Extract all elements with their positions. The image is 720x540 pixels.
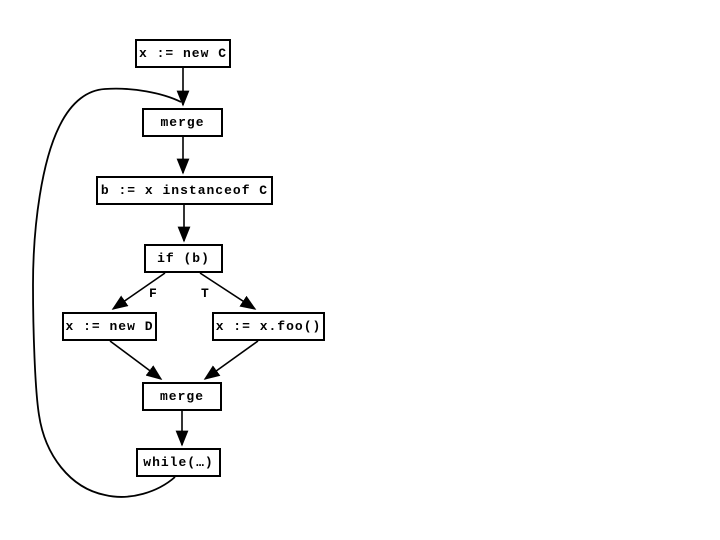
node-merge-bottom: merge: [142, 382, 222, 411]
node-entry: x := new C: [135, 39, 231, 68]
edge-if-true-branch: [199, 272, 257, 310]
edge-newD-to-merge: [109, 340, 163, 380]
edge-if-false-branch: [111, 272, 166, 310]
edge-label-false: F: [149, 286, 157, 301]
edge-while-loopback: [32, 87, 182, 498]
edge-label-true: T: [201, 286, 209, 301]
edge-foo-to-merge: [203, 340, 259, 380]
node-while-test: while(…): [136, 448, 221, 477]
node-if-branch: if (b): [144, 244, 223, 273]
node-merge-top: merge: [142, 108, 223, 137]
node-true-call: x := x.foo(): [212, 312, 325, 341]
node-instanceof-test: b := x instanceof C: [96, 176, 273, 205]
node-false-assign: x := new D: [62, 312, 157, 341]
